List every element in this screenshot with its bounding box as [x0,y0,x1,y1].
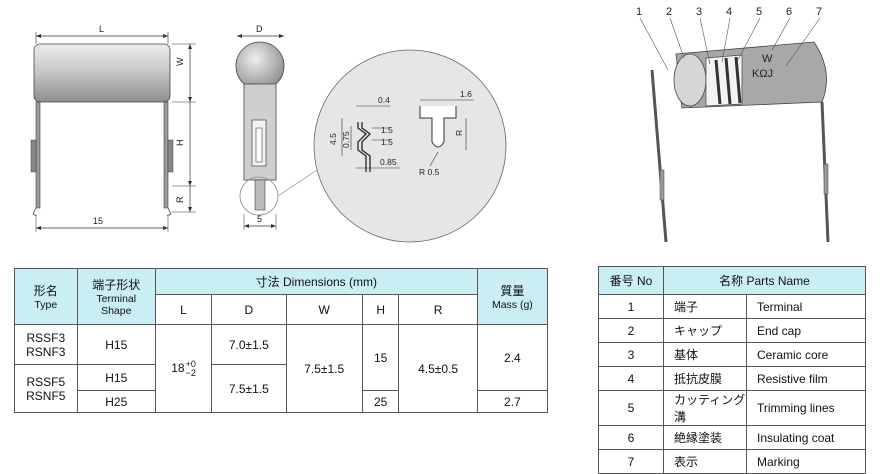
type-rssf5: RSSF5 RSNF5 [14,364,78,413]
resistor-cutaway-view: W KΩJ 1 2 3 4 5 6 7 [636,6,830,243]
part-name-en: Insulating coat [746,425,866,450]
callout-2: 2 [666,6,672,18]
dim-L-label: L [99,24,104,34]
part-name-en: Marking [746,449,866,474]
part-name-jp: 基体 [663,342,747,367]
callout-1: 1 [636,6,642,18]
terminal-detail-view: 0.4 4.5 0.75 1.5 1.5 0.85 1.6 R R 0.5 [313,49,507,243]
marking-line1: W [762,53,773,65]
value-W: 7.5±1.5 [285,324,363,413]
dim-075-label: 0.75 [341,131,351,148]
header-type: 形名 Type [14,268,78,325]
part-name-en: Trimming lines [746,390,866,426]
dim-15-label: 15 [93,216,103,226]
part-name-jp: 抵抗皮膜 [663,366,747,391]
side-view: D 5 [235,24,321,230]
header-dimensions: 寸法 Dimensions (mm) [154,268,478,295]
shape-h15-b: H15 [76,364,156,391]
part-number: 4 [598,366,664,391]
header-terminal-shape: 端子形状 Terminal Shape [76,268,156,325]
parts-header-name: 名称 Parts Name [663,266,866,295]
header-mass: 質量 Mass (g) [476,268,549,325]
value-mass-1: 2.4 [476,324,549,391]
callout-6: 6 [786,6,792,18]
dim-15a-label: 1.5 [381,125,393,135]
dim-R05-label: R 0.5 [419,167,440,177]
value-D-2: 7.5±1.5 [211,364,287,413]
part-number: 6 [598,425,664,450]
value-R: 4.5±0.5 [398,324,478,413]
front-view: L W H R 15 [30,24,196,232]
part-name-en: End cap [746,318,866,343]
parts-header-no: 番号 No [598,266,664,295]
header-W: W [285,294,363,325]
part-name-jp: 表示 [663,449,747,474]
dimensions-table: 形名 Type 端子形状 Terminal Shape 寸法 Dimension… [14,268,549,413]
dim-15b-label: 1.5 [381,137,393,147]
part-number: 2 [598,318,664,343]
dim-16-label: 1.6 [460,89,472,99]
header-H: H [361,294,400,325]
value-D-1: 7.0±1.5 [211,324,287,365]
value-H-15: 15 [361,324,400,391]
header-R: R [398,294,478,325]
dim-04-label: 0.4 [378,95,390,105]
part-number: 5 [598,390,664,426]
callout-4: 4 [726,6,732,18]
part-name-jp: カッティング溝 [663,390,747,426]
header-L: L [154,294,213,325]
dim-R-label: R [175,196,185,203]
part-name-en: Terminal [746,294,866,319]
dim-085-label: 0.85 [380,157,397,167]
part-name-en: Ceramic core [746,342,866,367]
dim-D-label: D [256,24,263,34]
value-H-25: 25 [361,390,400,413]
dim-5-label: 5 [257,214,262,224]
part-number: 3 [598,342,664,367]
type-rssf3: RSSF3 RSNF3 [14,324,78,365]
dim-H-label: H [175,140,185,147]
shape-h25: H25 [76,390,156,413]
shape-h15-a: H15 [76,324,156,365]
part-name-jp: キャップ [663,318,747,343]
callout-3: 3 [696,6,702,18]
part-name-en: Resistive film [746,366,866,391]
callout-7: 7 [816,6,822,18]
value-mass-2: 2.7 [476,390,549,413]
dim-45-label: 4.5 [328,133,338,145]
value-L: 18+0−2 [154,324,213,413]
dim-R-detail-label: R [454,130,464,136]
dim-W-label: W [175,57,185,66]
part-name-jp: 絶縁塗装 [663,425,747,450]
part-number: 7 [598,449,664,474]
marking-line2: KΩJ [752,68,773,80]
header-D: D [211,294,287,325]
callout-5: 5 [756,6,762,18]
part-number: 1 [598,294,664,319]
part-name-jp: 端子 [663,294,747,319]
